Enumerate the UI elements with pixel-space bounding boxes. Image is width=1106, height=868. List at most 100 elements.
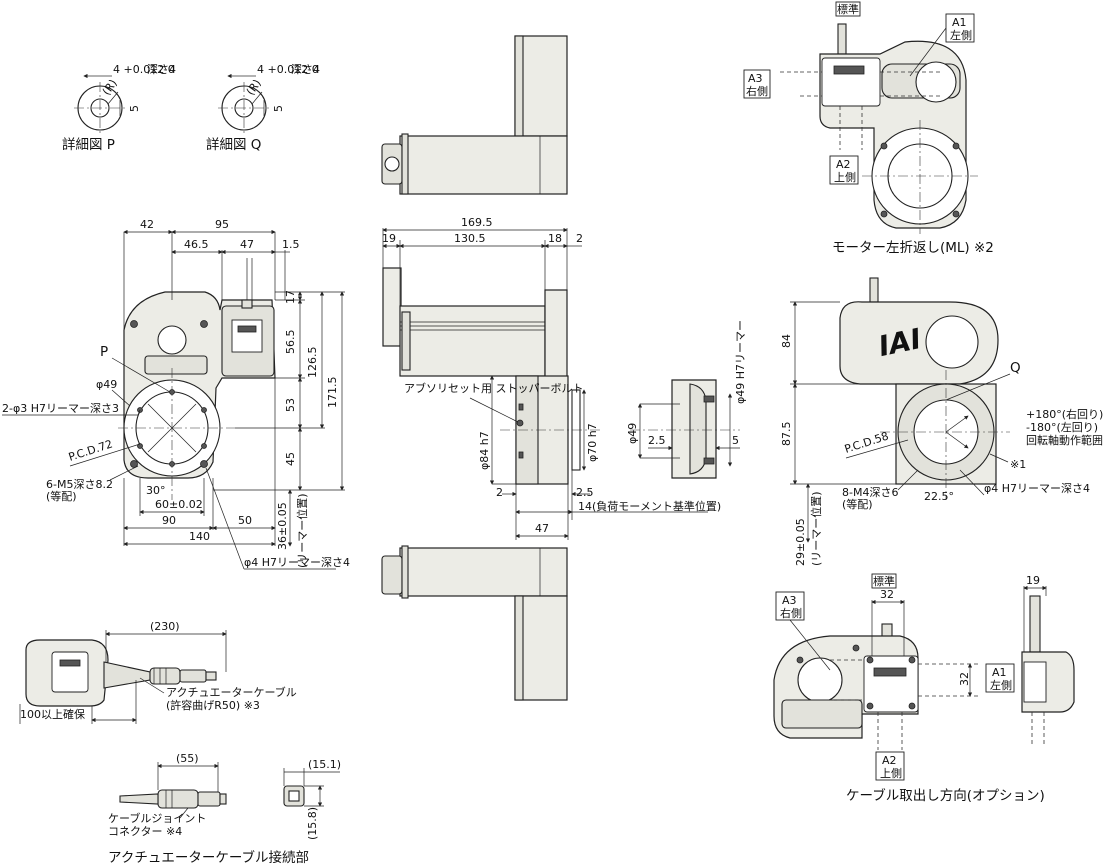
cable-min100: 100以上確保: [20, 707, 85, 721]
opt-caption: ケーブル取出し方向(オプション): [846, 787, 1045, 804]
side-phi70: φ70 h7: [586, 423, 599, 462]
cable-act: アクチュエーターケーブル: [166, 685, 297, 699]
cable-d55: (55): [176, 752, 199, 765]
detail-q: 4 +0.012 0 深さ4 (R) 5 詳細図 Q: [206, 63, 320, 153]
front-d140: 140: [189, 530, 210, 543]
flange-d25: 2.5: [648, 434, 666, 447]
plan-d84: 84: [780, 334, 793, 348]
side-view-top: [381, 35, 568, 195]
detail-p-tol: 4 +0.012 0: [113, 63, 175, 76]
opt-d32b: 32: [958, 672, 971, 686]
detail-q-depth: 深さ4: [291, 63, 320, 76]
plan-note1: ※1: [1010, 458, 1026, 471]
front-m5b: (等配): [46, 489, 77, 503]
front-a30: 30°: [146, 484, 166, 497]
side-view-middle: 169.5 19 130.5 18 2 アブソリセット用 ストッパーボルト φ8…: [382, 216, 721, 540]
front-d45: 45: [284, 452, 297, 466]
ml-a3: A3: [748, 72, 763, 85]
front-view: 42 95 46.5 47 1.5 17 56.5 53 45 126.5 17…: [2, 218, 350, 570]
detail-p-depth: 深さ4: [147, 63, 176, 76]
side-d1305: 130.5: [454, 232, 486, 245]
ml-a2s: 上側: [834, 171, 856, 184]
detail-q-five: 5: [272, 105, 285, 112]
plan-ream-pos: (リーマー位置): [809, 491, 823, 566]
cable-bend: (許容曲げR50) ※3: [166, 698, 260, 712]
side-d14: 14(負荷モーメント基準位置): [578, 499, 721, 513]
front-d50: 50: [238, 514, 252, 527]
opt-d19: 19: [1026, 574, 1040, 587]
front-d17: 17: [284, 290, 297, 304]
plan-a225: 22.5°: [924, 490, 954, 503]
side-d2b: 2: [496, 486, 503, 499]
front-ream-pos: (リーマー位置): [295, 493, 309, 568]
cable-caption: アクチュエーターケーブル接続部: [108, 849, 309, 866]
ml-view: 標準 A1 左側 A3 右側 A2 上側 モーター左折返し(ML) ※2: [743, 1, 994, 256]
flange-phi49: φ49: [626, 423, 639, 444]
plan-d29: 29±0.05: [794, 518, 807, 566]
opt-a3s: 右側: [780, 606, 802, 620]
cable-d158: (15.8): [306, 807, 319, 840]
front-d565: 56.5: [284, 330, 297, 355]
plan-rot1: +180°(右回り): [1026, 407, 1103, 421]
front-d47: 47: [240, 238, 254, 251]
plan-q-label: Q: [1010, 360, 1021, 376]
front-ream4: φ4 H7リーマー深さ4: [244, 556, 350, 569]
front-d60: 60±0.02: [155, 498, 203, 511]
side-stopper: アブソリセット用 ストッパーボルト: [404, 381, 584, 395]
ml-a2: A2: [836, 158, 851, 171]
front-d1715: 171.5: [326, 377, 339, 409]
ml-a1s: 左側: [950, 29, 972, 42]
opt-a1s: 左側: [990, 679, 1012, 692]
plan-ream4: φ4 H7リーマー深さ4: [984, 482, 1090, 495]
cable-d230: (230): [150, 620, 180, 633]
detail-q-tol: 4 +0.012 0: [257, 63, 319, 76]
plan-rot3: 回転軸動作範囲: [1026, 433, 1103, 447]
front-d36: 36±0.05: [276, 502, 289, 550]
plan-view: IAI 84 87.5 Q P.C.D.58 +180°(右回り) -180°(…: [780, 277, 1103, 566]
front-ream3: 2-φ3 H7リーマー深さ3: [2, 402, 119, 415]
side-d19: 19: [382, 232, 396, 245]
front-d95: 95: [215, 218, 229, 231]
side-view-bottom: [381, 545, 568, 701]
opt-a2s: 上側: [880, 767, 902, 780]
front-d15: 1.5: [282, 238, 300, 251]
detail-p: 4 +0.012 0 深さ4 (R) 5 詳細図 P: [62, 63, 176, 153]
side-d18: 18: [548, 232, 562, 245]
cable-joint: ケーブルジョイント: [108, 811, 206, 825]
opt-a3: A3: [782, 594, 797, 607]
side-d25: 2.5: [576, 486, 594, 499]
cable-d151: (15.1): [308, 758, 341, 771]
plan-d875: 87.5: [780, 422, 793, 447]
ml-a3s: 右側: [746, 84, 768, 98]
cable-view: (230) アクチュエーターケーブル (許容曲げR50) ※3 100以上確保 …: [19, 620, 341, 866]
opt-std: 標準: [873, 574, 895, 588]
front-phi49: φ49: [96, 378, 117, 391]
opt-a2: A2: [882, 754, 897, 767]
front-d53: 53: [284, 398, 297, 412]
opt-d32: 32: [880, 588, 894, 601]
plan-m4b: (等配): [842, 497, 873, 511]
detail-q-caption: 詳細図 Q: [206, 137, 261, 153]
front-p-label: P: [100, 344, 108, 360]
side-d1695: 169.5: [461, 216, 493, 229]
ml-a1: A1: [952, 16, 967, 29]
plan-rot2: -180°(左回り): [1026, 421, 1098, 434]
side-phi84: φ84 h7: [478, 431, 491, 470]
cable-conn: コネクター ※4: [108, 825, 182, 838]
ml-std: 標準: [837, 2, 859, 16]
option-view: 標準 32 32 A3 右側 A1 左側 A2 上側 19 ケーブル取出し方向(…: [773, 573, 1075, 804]
flange-d5: 5: [732, 434, 739, 447]
flange-phi49h7: φ49 H7リーマー: [734, 320, 747, 404]
front-d1265: 126.5: [306, 347, 319, 379]
ml-caption: モーター左折返し(ML) ※2: [832, 240, 994, 256]
front-d90: 90: [162, 514, 176, 527]
front-d42: 42: [140, 218, 154, 231]
opt-a1: A1: [992, 666, 1007, 679]
front-d465: 46.5: [184, 238, 209, 251]
side-d2: 2: [576, 232, 583, 245]
side-d47: 47: [535, 522, 549, 535]
detail-p-caption: 詳細図 P: [62, 137, 115, 153]
flange-section: φ49 φ49 H7リーマー 2.5 5: [626, 320, 747, 479]
detail-p-five: 5: [128, 105, 141, 112]
